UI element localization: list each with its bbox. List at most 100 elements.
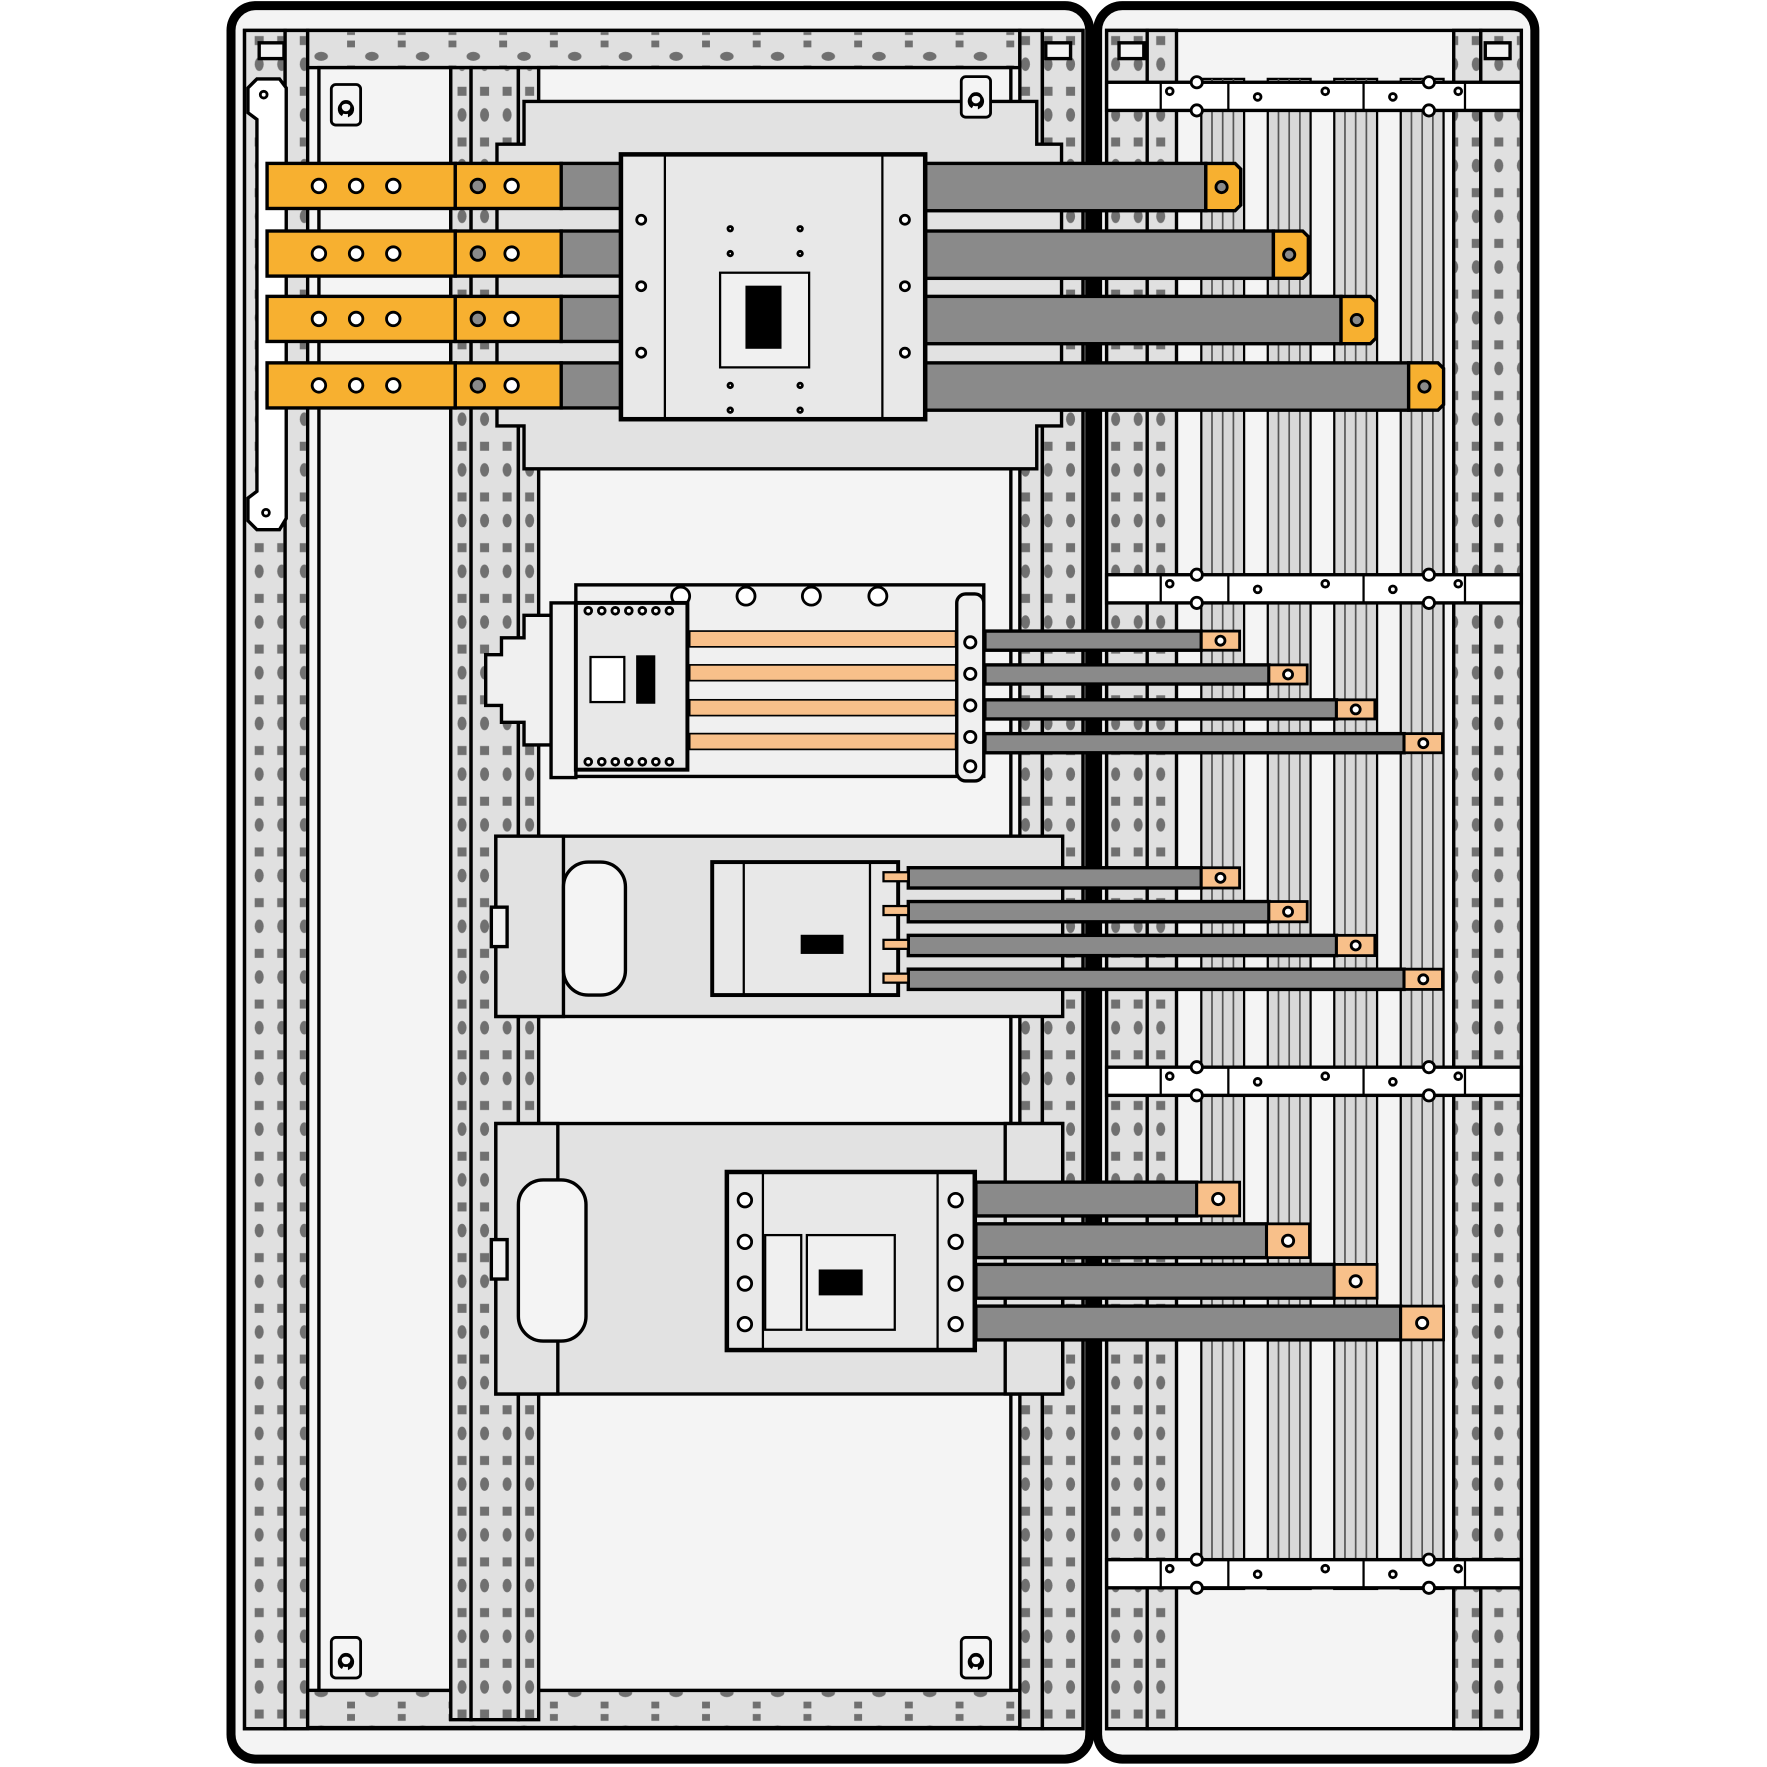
crossbar-hole [1252,584,1263,595]
crossbar-hole [1388,92,1398,102]
lug-bolt [1349,939,1362,952]
plate-cutout [516,1178,588,1343]
frame-slot [257,41,286,61]
crossbar-clip [1189,1580,1204,1595]
lug-bolt [1415,1315,1430,1331]
frame-slot [1044,41,1073,61]
crossbar-clip [1421,595,1436,610]
terminal-screw [637,605,648,616]
main-busbar-phase-3 [265,294,1378,346]
lug-bolt [1211,1191,1226,1207]
terminal-screw [610,757,621,767]
crossbar-clip [1189,75,1204,90]
terminal-screw [596,605,607,616]
crossbar-hole [1388,1569,1398,1580]
lug-bolt [1282,247,1297,262]
busbar-bolt [310,245,328,262]
terminal-screw [736,1315,754,1333]
terminal-screw [637,757,648,767]
crossbar-clip [1421,1088,1436,1103]
terminal-screw [624,605,634,616]
keyhole-slot [967,1652,985,1671]
crossbar-body [1104,80,1524,113]
breaker-screw [635,280,648,293]
breaker-screw [898,346,911,359]
keyhole-slot [337,1652,355,1671]
keyhole-frame [959,75,992,119]
crossbar-hole [1164,86,1175,97]
terminal-screw [963,666,978,681]
busbar-support-crossbar [1104,1552,1524,1595]
terminal-block [955,592,986,783]
terminal-screw [664,757,675,767]
lug-bolt [1214,871,1227,884]
main-busbar-phase-4 [265,361,1446,412]
busbar-bolt [469,177,486,195]
breaker-terminal [726,225,734,233]
terminal-screw [736,1233,754,1251]
incoming-link-bar [559,229,627,278]
busbar-bolt [385,377,402,394]
terminal-screw [624,757,634,767]
terminal-screw [947,1191,964,1209]
incoming-link-bar [559,161,627,211]
crossbar-body [1104,1557,1524,1590]
copper-strip [688,630,957,648]
crossbar-clip [1189,1060,1204,1075]
left-inner-upright-perforations [286,32,306,1727]
terminal-screw [610,605,621,616]
breaker-label-plate [764,1233,803,1331]
busbar-support-crossbar [1104,567,1524,610]
terminal-screw [947,1233,964,1251]
main-busbar-phase-1 [265,161,1243,213]
mounting-bracket [484,613,554,747]
outgoing-link-bar [983,698,1339,721]
crossbar-body [1104,573,1524,605]
breaker-terminal [796,249,804,258]
busbar-bolt [347,310,365,328]
chassis-hole [735,585,757,607]
crossbar-clip [1421,567,1436,582]
busbar-bolt [503,377,520,394]
crossbar-hole [1252,1077,1263,1087]
chassis-hole [867,585,889,607]
busbar-bolt [385,245,402,262]
center-upright-a-perforations [452,69,470,1718]
outgoing-link-bar [906,967,1406,992]
breaker-toggle-handle [800,934,844,954]
outgoing-link-bar [974,1222,1269,1260]
terminal-screw [963,729,978,745]
breaker-terminal [796,381,804,390]
lug-bolt [1417,973,1430,986]
terminal-screw [664,605,675,616]
terminal-screw [583,605,594,616]
lug-bolt [1417,737,1430,750]
terminal-screw [651,605,661,616]
crossbar-hole [1320,1071,1331,1081]
lug-bolt [1349,703,1362,716]
incoming-link-bar [559,294,627,344]
keyhole-icon [329,1635,363,1680]
keyhole-icon [329,83,363,127]
crossbar-hole [1320,578,1331,589]
terminal-screw [963,759,978,774]
keyhole-icon [959,1635,992,1680]
terminal-screw [963,698,978,713]
terminal-connector [882,904,910,917]
breaker-screw [635,346,648,359]
breaker-toggle-handle [636,655,656,704]
breaker-terminal [796,406,804,414]
section-2-breaker-assembly [484,583,1444,783]
outgoing-link-bar [906,933,1339,958]
bracket-hole [261,507,271,518]
crossbar-hole [1164,578,1175,589]
keyhole-slot [337,100,355,118]
crossbar-clip [1189,103,1204,118]
crossbar-clip [1421,1552,1436,1567]
main-busbar-phase-2 [265,229,1311,281]
bottom-crossrail-perforations [309,1692,1019,1726]
incoming-link-bar [559,361,627,410]
crossbar-hole [1453,1563,1464,1574]
section-3-breaker-assembly [489,834,1444,1019]
busbar-compartment-right-upright-perforations [1482,32,1520,1727]
